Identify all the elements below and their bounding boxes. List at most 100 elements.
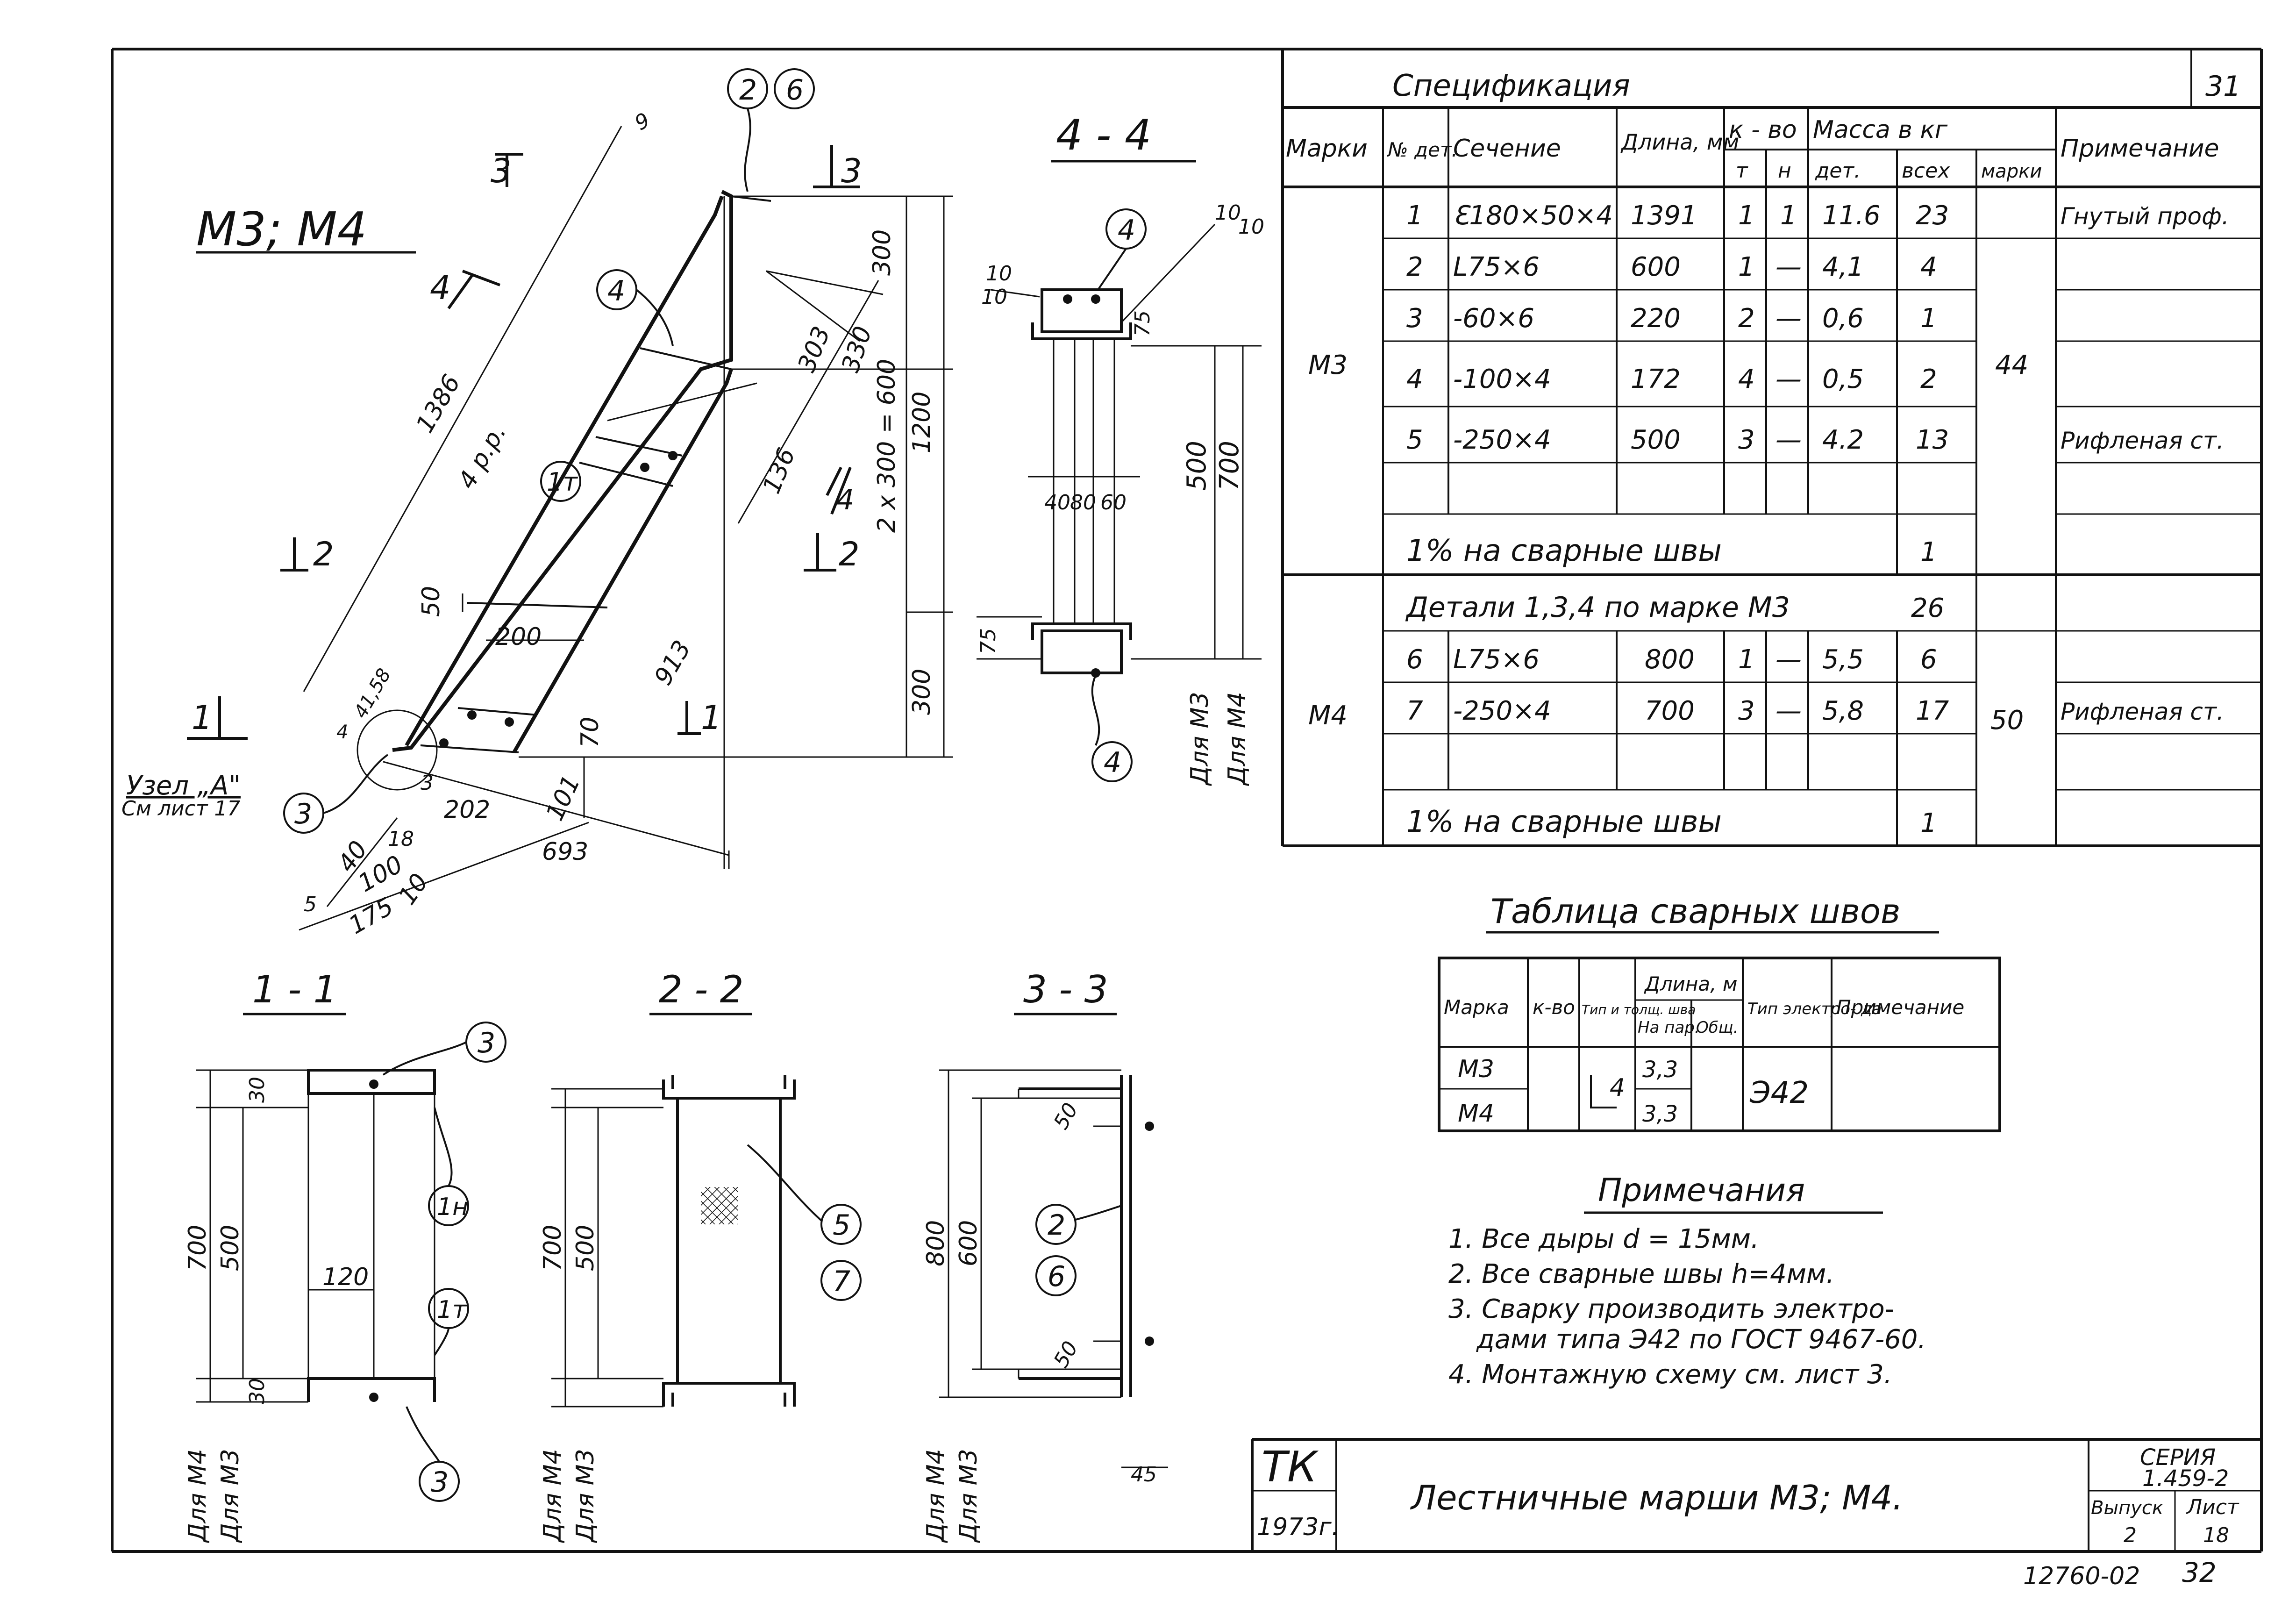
title-name: Лестничные марши М3; М4. <box>1410 1478 1903 1517</box>
callout-7: 7 <box>833 1265 850 1298</box>
dim-50: 50 <box>417 586 445 617</box>
dim-44-60: 60 <box>1100 491 1127 515</box>
section-2-2: 2 - 2 5 7 700 500 Для М4 <box>539 968 862 1543</box>
weld-electrode-value: Э42 <box>1749 1076 1809 1110</box>
page-number: 32 <box>2182 1557 2217 1588</box>
spec-m3-r4-t: 4 <box>1738 364 1755 394</box>
spec-header-qty-n: н <box>1778 159 1791 183</box>
spec-m4-r1-section: L75×6 <box>1453 644 1540 675</box>
spec-header-section: Сечение <box>1453 135 1561 163</box>
spec-m4-weld-value: 1 <box>1920 808 1937 838</box>
weld-table: Таблица сварных швов Марка к-во Тип и то… <box>1438 892 2001 1132</box>
spec-m3-r3-section: -60×6 <box>1453 303 1534 334</box>
spec-m3-r4-det: 0,5 <box>1822 364 1864 394</box>
dim-9: 9 <box>631 108 654 135</box>
label-22-for-m3: Для М3 <box>571 1449 599 1543</box>
note-3: 3. Сварку производить электро- <box>1448 1294 1894 1324</box>
callout-4: 4 <box>607 275 625 307</box>
note-1: 1. Все дыры d = 15мм. <box>1448 1224 1759 1254</box>
title-series-label: СЕРИЯ <box>2140 1444 2216 1471</box>
spec-header-det-no: № дет. <box>1387 138 1458 161</box>
callout-1t-11: 1т <box>437 1296 467 1324</box>
section-mark-top-3: 3 <box>841 152 862 190</box>
spec-m4-r1-length: 800 <box>1645 644 1695 675</box>
sheet-frame <box>111 48 2263 1553</box>
weld-header-qty: к-во <box>1533 996 1575 1019</box>
spec-m4-r1-t: 1 <box>1738 644 1755 675</box>
dim-300-top: 300 <box>868 229 896 276</box>
weld-header-len-sub-2: Общ. <box>1696 1018 1739 1037</box>
spec-m3-r2-no: 2 <box>1406 252 1423 282</box>
spec-m3-r5-length: 500 <box>1631 425 1681 455</box>
callout-5: 5 <box>833 1209 850 1242</box>
spec-m3-r2-det: 4,1 <box>1822 252 1864 282</box>
dim-175: 175 <box>344 893 399 940</box>
section-mark-left-bot: 1 <box>192 699 213 737</box>
spec-m3-r1-n: 1 <box>1780 200 1797 231</box>
dim-1386: 1386 <box>411 370 466 438</box>
weld-header-length: Длина, м <box>1644 972 1738 995</box>
dim-136: 136 <box>757 444 801 498</box>
dim-4: 4 <box>336 722 348 743</box>
spec-m3-r1-note: Гнутый проф. <box>2061 203 2229 230</box>
label-33-for-m3: Для М3 <box>955 1449 983 1543</box>
spec-m3-r2-t: 1 <box>1738 252 1755 282</box>
spec-m3-r1-det: 11.6 <box>1822 200 1881 231</box>
spec-m4-r1-n: — <box>1775 644 1802 675</box>
spec-m3-r5-all: 13 <box>1916 425 1949 455</box>
dim-300-bot: 300 <box>908 669 936 715</box>
spec-m3-weld-value: 1 <box>1920 537 1937 567</box>
spec-m4-details-value: 26 <box>1911 593 1944 623</box>
spec-m3-r1-t: 1 <box>1738 200 1755 231</box>
dim-33-600: 600 <box>955 1220 983 1266</box>
spec-table: Спецификация 31 Марки № дет. Сечение Дли… <box>1281 49 2261 847</box>
spec-header-mass: Масса в кг <box>1813 116 1948 144</box>
node-note-1: Узел „А" <box>126 771 241 801</box>
spec-m3-r2-length: 600 <box>1631 252 1681 282</box>
weld-header-mark: Марка <box>1444 996 1509 1019</box>
spec-m3-r3-length: 220 <box>1631 303 1681 334</box>
section-mark-mid-4: 4 <box>836 484 854 516</box>
spec-m4-r2-all: 17 <box>1916 696 1949 726</box>
callout-4-bottom: 4 <box>1104 746 1121 779</box>
spec-header-mass-all: всех <box>1902 159 1950 183</box>
weld-table-title: Таблица сварных швов <box>1490 892 1900 931</box>
spec-header-length: Длина, мм <box>1620 129 1739 155</box>
weld-header-len-sub-1: На пар. <box>1638 1018 1700 1037</box>
dim-11-120: 120 <box>322 1263 369 1291</box>
section-mark-mid-2: 2 <box>839 535 860 573</box>
spec-m3-r3-n: — <box>1775 303 1802 334</box>
spec-m4-mass-mark: 50 <box>1990 705 2024 736</box>
dim-33-800: 800 <box>922 1220 950 1266</box>
dim-303: 303 <box>792 322 836 376</box>
spec-m3-r3-no: 3 <box>1406 303 1423 334</box>
dim-44-500: 500 <box>1182 441 1212 491</box>
spec-m4-r1-all: 6 <box>1920 644 1937 675</box>
main-elevation: М3; М4 <box>121 68 953 940</box>
spec-m3-r5-section: -250×4 <box>1453 425 1551 455</box>
spec-m3-r4-section: -100×4 <box>1453 364 1551 394</box>
section-label-1-1: 1 - 1 <box>252 968 337 1011</box>
notes-block: Примечания 1. Все дыры d = 15мм. 2. Все … <box>1448 1172 1926 1390</box>
title-sheet-label: Лист <box>2186 1495 2239 1519</box>
spec-header-mass-mark: марки <box>1981 161 2042 182</box>
inventory-number: 12760-02 <box>2023 1562 2140 1590</box>
spec-m3-r4-all: 2 <box>1920 364 1937 394</box>
dim-11-500: 500 <box>216 1225 244 1271</box>
dim-33-50-top: 50 <box>1049 1099 1083 1134</box>
spec-m3-r3-det: 0,6 <box>1822 303 1864 334</box>
spec-m3-r2-section: L75×6 <box>1453 252 1540 282</box>
section-label-3-3: 3 - 3 <box>1023 968 1108 1011</box>
spec-m4-r2-section: -250×4 <box>1453 696 1551 726</box>
weld-row-m3-mark: М3 <box>1458 1055 1494 1083</box>
dim-4rr: 4 р.р. <box>453 420 512 494</box>
dim-202: 202 <box>444 796 490 824</box>
spec-m3-r5-n: — <box>1775 425 1802 455</box>
dim-44-80: 80 <box>1070 491 1096 515</box>
callout-2-33: 2 <box>1048 1209 1065 1242</box>
spec-m3-mark: М3 <box>1308 350 1348 380</box>
title-sheet-value: 18 <box>2203 1523 2229 1547</box>
dim-44-75-top: 75 <box>1131 310 1155 336</box>
label-11-for-m4: Для М4 <box>184 1449 212 1543</box>
